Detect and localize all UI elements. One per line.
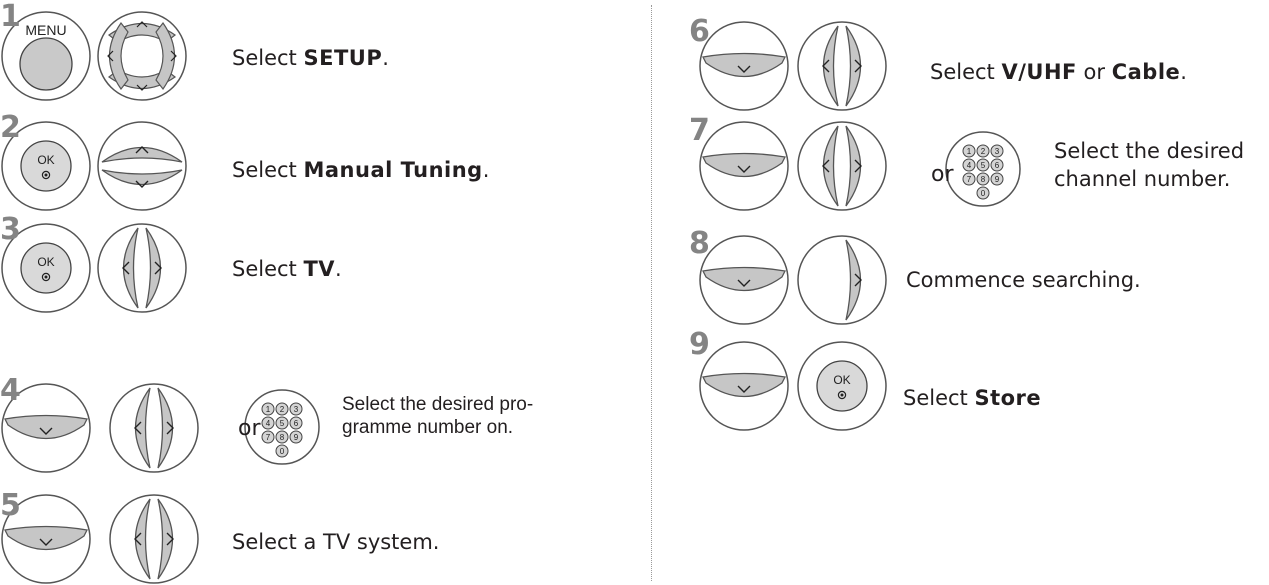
- right-arrow-button[interactable]: [798, 236, 886, 324]
- step-2-instruction: Select Manual Tuning.: [232, 158, 490, 182]
- left-right-arrow-button[interactable]: [798, 22, 886, 110]
- down-arrow-button[interactable]: [700, 22, 788, 110]
- step-number: 6: [689, 14, 710, 49]
- column-divider: [651, 5, 652, 581]
- down-arrow-button[interactable]: [700, 236, 788, 324]
- menu-item-name: TV: [303, 257, 336, 281]
- step-4-instruction: Select the desired pro- gramme number on…: [342, 394, 534, 438]
- step-number: 3: [0, 212, 21, 247]
- step-3-instruction: Select TV.: [232, 257, 342, 281]
- left-right-arrow-button[interactable]: [98, 224, 186, 312]
- step-number: 5: [0, 488, 21, 523]
- down-arrow-button[interactable]: [700, 342, 788, 430]
- left-right-arrow-button[interactable]: [110, 495, 198, 583]
- menu-item-name: SETUP: [303, 46, 383, 70]
- ok-button[interactable]: [798, 342, 886, 430]
- up-down-arrow-button[interactable]: [98, 122, 186, 210]
- menu-item-name: Store: [974, 386, 1042, 410]
- navigation-arrows-button[interactable]: [98, 12, 186, 100]
- step-6-instruction: Select V/UHF or Cable.: [930, 60, 1187, 84]
- step-number: 8: [689, 226, 710, 261]
- step-1-instruction: Select SETUP.: [232, 46, 389, 70]
- step-7-instruction: Select the desired channel number.: [1054, 139, 1245, 191]
- step-5-instruction: Select a TV system.: [232, 530, 440, 554]
- number-keypad[interactable]: [945, 131, 1021, 207]
- step-number: 2: [0, 110, 21, 145]
- step-number: 4: [0, 373, 21, 408]
- or-label: or: [931, 162, 954, 187]
- step-number: 1: [0, 0, 21, 34]
- step-number: 7: [689, 113, 710, 148]
- left-right-arrow-button[interactable]: [798, 122, 886, 210]
- left-right-arrow-button[interactable]: [110, 384, 198, 472]
- or-label: or: [238, 416, 261, 441]
- step-8-instruction: Commence searching.: [906, 268, 1141, 292]
- menu-item-name: Manual Tuning: [303, 158, 483, 182]
- step-number: 9: [689, 327, 710, 362]
- down-arrow-button[interactable]: [700, 122, 788, 210]
- step-9-instruction: Select Store: [903, 386, 1042, 410]
